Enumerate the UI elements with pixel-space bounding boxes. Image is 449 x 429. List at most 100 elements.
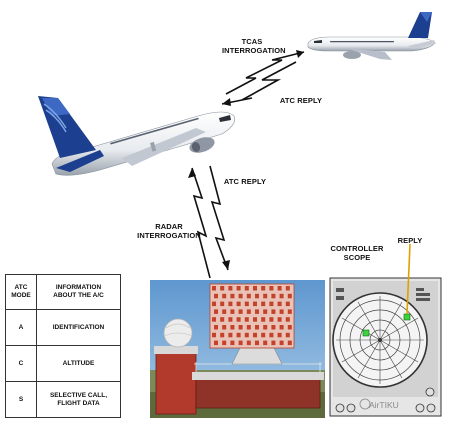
antenna-element xyxy=(238,309,243,314)
atc-reply-arrow-lower xyxy=(222,260,230,270)
antenna-element xyxy=(285,286,290,291)
antenna-element xyxy=(279,340,284,346)
antenna-element xyxy=(220,286,225,291)
antenna-element xyxy=(271,340,276,346)
radar-station-photo xyxy=(150,280,325,418)
reply-label: REPLY xyxy=(397,236,423,245)
antenna-element xyxy=(222,325,227,330)
antenna-element xyxy=(285,317,290,322)
antenna-element xyxy=(253,286,257,291)
atc-reply-zigzag-lower xyxy=(209,165,229,271)
mode-cell: C xyxy=(5,345,37,382)
radar-interrogation-zigzag xyxy=(191,167,211,279)
antenna-element xyxy=(230,293,235,299)
info-header: INFORMATION ABOUT THE A/C xyxy=(36,274,121,310)
antenna-element xyxy=(269,332,274,338)
atc-mode-table: ATC MODE INFORMATION ABOUT THE A/C A IDE… xyxy=(5,274,121,418)
table-header-row: ATC MODE INFORMATION ABOUT THE A/C xyxy=(5,274,121,310)
antenna-element xyxy=(285,301,290,307)
scope-bearing-line xyxy=(357,339,381,379)
radar-antenna-array xyxy=(212,286,292,346)
antenna-element xyxy=(269,317,274,322)
antenna-element xyxy=(277,286,282,291)
antenna-element xyxy=(255,309,259,314)
tcas-interrogation-label: TCAS INTERROGATION xyxy=(222,37,286,55)
antenna-element xyxy=(287,293,292,299)
antenna-element xyxy=(222,293,227,299)
info-cell: SELECTIVE CALL, FLIGHT DATA xyxy=(36,381,121,418)
antenna-element xyxy=(246,340,251,346)
main-aircraft xyxy=(38,96,236,176)
antenna-element xyxy=(261,332,266,338)
table-row: A IDENTIFICATION xyxy=(5,309,121,346)
antenna-element xyxy=(261,301,266,307)
antenna-element xyxy=(287,340,292,346)
table-row: S SELECTIVE CALL, FLIGHT DATA xyxy=(5,381,121,418)
antenna-element xyxy=(255,325,259,330)
antenna-element xyxy=(230,309,235,314)
antenna-element xyxy=(263,340,268,346)
antenna-element xyxy=(269,286,274,291)
tcas-link-zigzag xyxy=(221,61,297,105)
antenna-element xyxy=(246,325,251,330)
antenna-element xyxy=(279,325,284,330)
antenna-element xyxy=(269,301,274,307)
antenna-element xyxy=(222,309,227,314)
antenna-element xyxy=(244,286,249,291)
reply-target xyxy=(403,313,411,321)
antenna-element xyxy=(212,332,216,338)
antenna-element xyxy=(236,317,241,322)
antenna-element xyxy=(287,309,292,314)
antenna-element xyxy=(271,325,276,330)
reply-pointer-line xyxy=(406,243,411,315)
watermark-text: AirTIKU xyxy=(369,400,399,410)
atc-reply-arrow-upper xyxy=(296,50,304,58)
scope-bearing-line xyxy=(341,339,381,363)
antenna-element xyxy=(228,286,233,291)
scope-bearing-line xyxy=(341,317,381,341)
antenna-element xyxy=(236,286,241,291)
antenna-element xyxy=(277,317,282,322)
scope-bearing-line xyxy=(379,339,403,379)
antenna-element xyxy=(277,332,282,338)
antenna-element xyxy=(255,293,259,299)
antenna-element xyxy=(253,301,257,307)
antenna-element xyxy=(236,301,241,307)
antenna-element xyxy=(277,301,282,307)
antenna-element xyxy=(214,309,218,314)
info-cell: ALTITUDE xyxy=(36,345,121,382)
antenna-element xyxy=(253,332,257,338)
antenna-element xyxy=(279,293,284,299)
antenna-element xyxy=(261,286,266,291)
antenna-element xyxy=(285,332,290,338)
antenna-element xyxy=(230,325,235,330)
antenna-element xyxy=(244,301,249,307)
antenna-element xyxy=(244,332,249,338)
antenna-element xyxy=(220,301,225,307)
antenna-element xyxy=(271,293,276,299)
antenna-element xyxy=(212,317,216,322)
atc-reply-zigzag-upper xyxy=(225,51,305,95)
scope-bearing-line xyxy=(357,301,381,341)
antenna-element xyxy=(246,309,251,314)
aircraft-target xyxy=(362,329,370,337)
watermark-logo-icon xyxy=(359,398,371,410)
antenna-element xyxy=(287,325,292,330)
radar-interrogation-label: RADAR INTERROGATION xyxy=(137,222,201,240)
antenna-element xyxy=(253,317,257,322)
info-cell: IDENTIFICATION xyxy=(36,309,121,346)
antenna-element xyxy=(230,340,235,346)
antenna-element xyxy=(214,340,218,346)
antenna-element xyxy=(236,332,241,338)
antenna-element xyxy=(263,309,268,314)
radar-interrogation-arrow xyxy=(188,168,196,178)
antenna-element xyxy=(244,317,249,322)
antenna-element xyxy=(222,340,227,346)
tcas-aircraft xyxy=(307,12,436,60)
scope-control-knobs xyxy=(335,387,436,413)
antenna-element xyxy=(238,325,243,330)
mode-header: ATC MODE xyxy=(5,274,37,310)
antenna-element xyxy=(271,309,276,314)
antenna-element xyxy=(228,301,233,307)
